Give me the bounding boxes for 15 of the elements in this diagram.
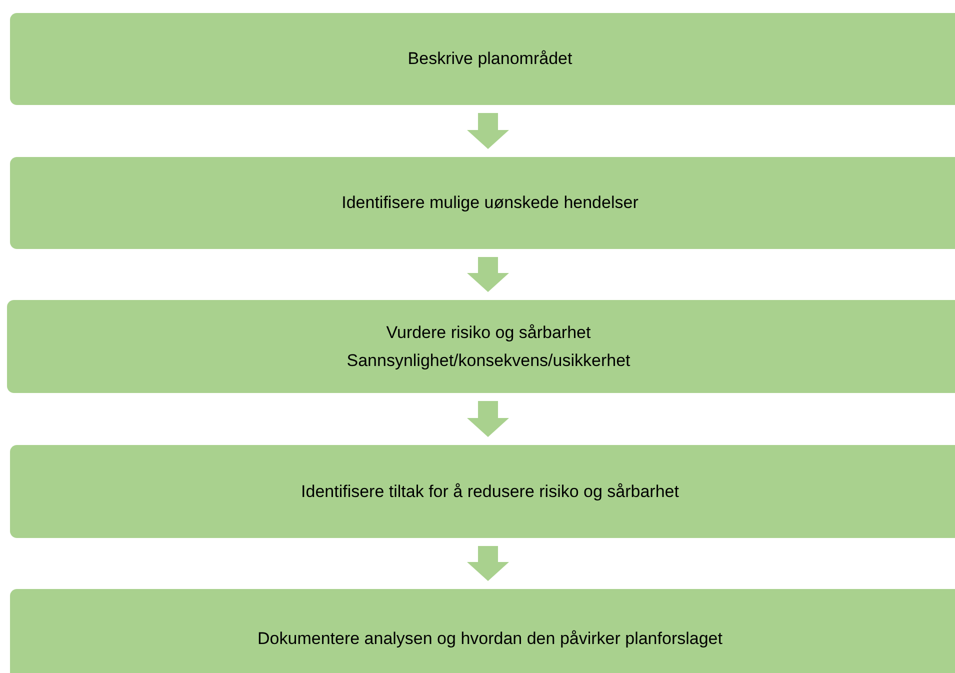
process-box xyxy=(10,157,955,249)
block-arrow xyxy=(467,257,509,292)
process-box xyxy=(10,445,955,538)
process-box xyxy=(7,300,955,393)
step-text: Vurdere risiko og sårbarhet xyxy=(386,322,591,344)
step-text: Identifisere mulige uønskede hendelser xyxy=(342,192,638,214)
step-text: Dokumentere analysen og hvordan den påvirker planforslaget xyxy=(258,628,722,650)
process-box xyxy=(10,13,955,105)
step-text: Beskrive planområdet xyxy=(408,48,572,70)
process-box xyxy=(10,589,955,673)
block-arrow xyxy=(467,546,509,581)
block-arrow xyxy=(467,401,509,437)
block-arrow xyxy=(467,113,509,149)
step-text: Identifisere tiltak for å redusere risiko og sårbarhet xyxy=(301,480,679,502)
step-text: Sannsynlighet/konsekvens/usikkerhet xyxy=(346,350,630,372)
